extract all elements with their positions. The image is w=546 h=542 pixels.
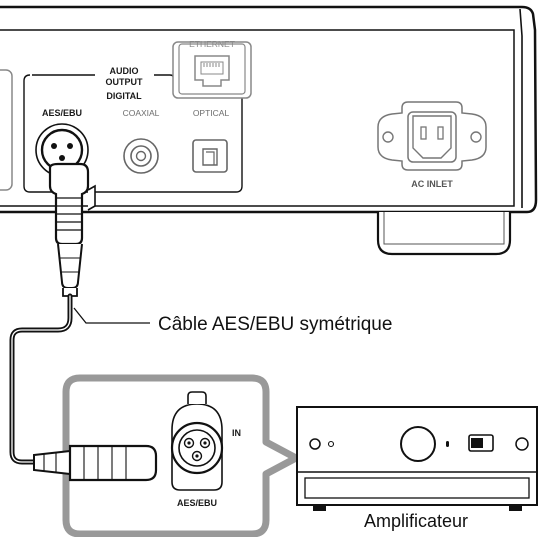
section-title-line3: DIGITAL (106, 91, 142, 101)
optical-port-label: OPTICAL (193, 108, 230, 118)
panel-face (0, 29, 515, 207)
cable-label: Câble AES/EBU symétrique (158, 314, 392, 335)
coaxial-socket (123, 138, 159, 174)
left-partial-box (0, 69, 13, 191)
inset-aes-ebu-label: AES/EBU (177, 498, 217, 508)
coaxial-port-label: COAXIAL (123, 108, 160, 118)
amp-xlr-plug (33, 444, 158, 482)
amplifier-label: Amplificateur (364, 511, 468, 531)
aes-ebu-port-label: AES/EBU (42, 108, 82, 118)
amplifier-unit (296, 406, 538, 511)
ethernet-label: ETHERNET (189, 39, 235, 49)
amp-selector-knob-icon (515, 437, 529, 451)
aes-ebu-cable (9, 293, 73, 465)
amp-power-button-icon (309, 438, 321, 450)
ac-inlet (377, 101, 487, 171)
ethernet-socket (194, 55, 230, 87)
cable-callout-leader (73, 307, 150, 324)
amp-indicator-icon (327, 440, 335, 448)
aes-ebu-cable-highlight (11, 295, 71, 463)
amp-small-indicator-icon (446, 441, 449, 447)
inset-aes-ebu-xlr-socket (170, 391, 224, 491)
ac-inlet-label: AC INLET (411, 179, 453, 189)
chassis-side-ridge (519, 8, 523, 208)
section-title-line2: OUTPUT (106, 77, 144, 87)
player-rear-panel: AUDIO OUTPUT DIGITAL AES/EBU COAXIAL OPT… (0, 5, 538, 256)
amp-foot-right (509, 505, 522, 511)
player-foot (376, 212, 512, 256)
amp-input-inset: IN AES/EBU (62, 374, 300, 538)
section-title-line1: AUDIO (110, 66, 139, 76)
inset-in-label: IN (232, 428, 241, 438)
ethernet-port-group: ETHERNET (172, 39, 252, 99)
amp-volume-knob-icon (400, 426, 436, 462)
optical-socket (192, 139, 228, 173)
amp-foot-left (313, 505, 326, 511)
player-foot-inner (383, 212, 505, 245)
player-xlr-plug (48, 162, 96, 297)
